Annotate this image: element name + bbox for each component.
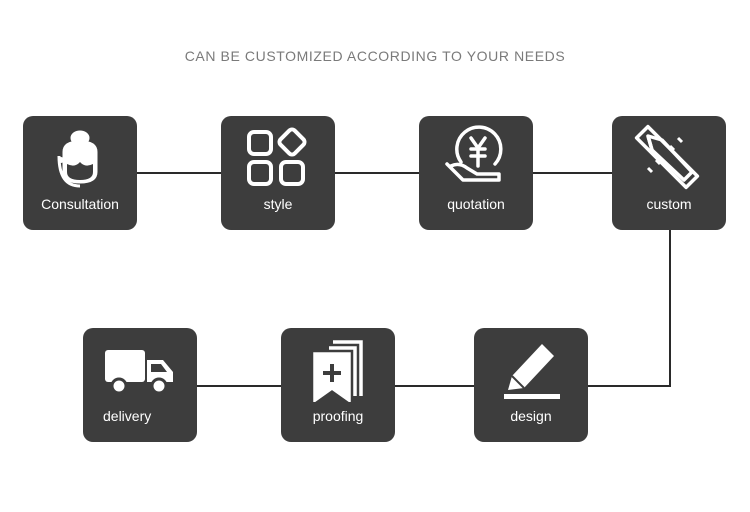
page-title: CAN BE CUSTOMIZED ACCORDING TO YOUR NEED…: [184, 48, 566, 64]
step-delivery: delivery: [83, 328, 197, 442]
step-label: Consultation: [41, 196, 119, 212]
step-custom: custom: [612, 116, 726, 230]
step-proofing: proofing: [281, 328, 395, 442]
step-design: design: [474, 328, 588, 442]
step-consultation: Consultation: [23, 116, 137, 230]
connector-4: [588, 229, 671, 387]
style-grid-icon: [247, 127, 307, 186]
step-label: custom: [646, 196, 692, 212]
pen-icon: [504, 344, 560, 399]
bookmark-plus-icon: [313, 340, 363, 402]
step-label: delivery: [103, 408, 152, 424]
customer-service-icon: [57, 130, 98, 188]
step-label: design: [510, 408, 552, 424]
step-label: style: [263, 196, 293, 212]
step-style: style: [221, 116, 335, 230]
step-quotation: quotation: [419, 116, 533, 230]
ruler-pencil-icon: [634, 124, 700, 190]
step-label: quotation: [447, 196, 505, 212]
step-label: proofing: [312, 408, 364, 424]
truck-icon: [105, 350, 173, 395]
yuan-hand-icon: [445, 125, 503, 182]
